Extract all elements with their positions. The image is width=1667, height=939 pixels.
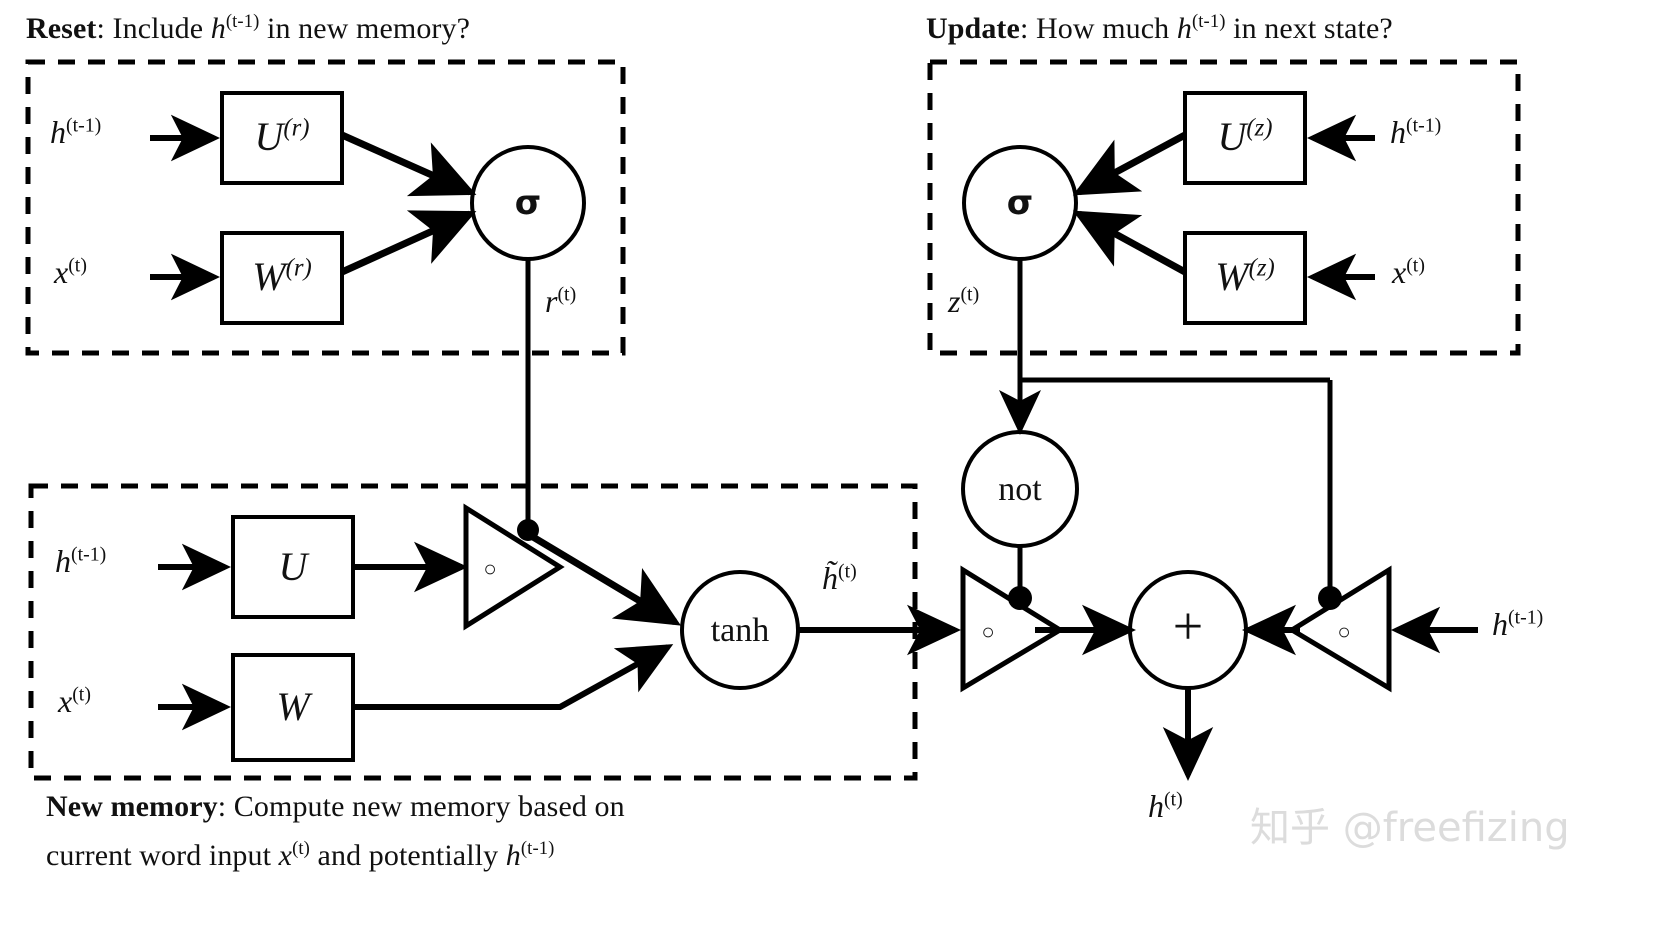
reset-W-to-sigma (340, 210, 477, 276)
newmem-hadamard-symbol: ○ (483, 556, 497, 581)
newmem-x-sup: (t) (72, 683, 91, 706)
reset-caption-var: h (210, 12, 226, 45)
update-z-sup: (t) (960, 283, 980, 306)
tanh-label: tanh (710, 612, 770, 649)
nm2-sup2: (t-1) (520, 838, 555, 859)
reset-U-label: U(r) (222, 113, 342, 160)
update-gate-dashed-box (927, 59, 1521, 356)
reset-U-to-sigma (340, 131, 477, 197)
reset-W-box (220, 231, 344, 325)
watermark: 知乎 @freefizing (1250, 805, 1570, 851)
final-h-sup: (t) (1164, 788, 1183, 811)
not-tap-dot (1008, 586, 1032, 610)
reset-h-input-label: h(t-1) (50, 114, 101, 151)
reset-r-sup: (t) (557, 283, 577, 306)
reset-x-input-label: x(t) (54, 254, 87, 291)
new-memory-caption-bold: New memory (46, 790, 218, 823)
update-x-var: x (1392, 254, 1407, 290)
right-h-var: h (1492, 606, 1508, 642)
update-caption: Update: How much h(t-1) in next state? (926, 11, 1393, 45)
update-h-input-label: h(t-1) (1390, 114, 1441, 151)
newmem-W-label: W (233, 683, 353, 730)
newmem-x-input-label: x(t) (58, 683, 91, 720)
final-h-var: h (1148, 788, 1164, 824)
update-h-var: h (1390, 114, 1406, 150)
reset-caption: Reset: Include h(t-1) in new memory? (26, 11, 471, 45)
newmem-htilde-sup: (t) (838, 560, 857, 583)
update-W-sup: (z) (1248, 254, 1275, 282)
reset-W-sup: (r) (285, 254, 312, 282)
reset-U-sup: (r) (283, 114, 310, 142)
reset-W-label: W(r) (222, 253, 342, 300)
z-tap-dot (1318, 586, 1342, 610)
newmem-output-label: h̃(t) (822, 560, 857, 597)
update-U-sup: (z) (1246, 114, 1273, 142)
reset-U-var: U (254, 114, 284, 159)
reset-W-var: W (252, 254, 286, 299)
reset-caption-rest: : Include (96, 12, 211, 45)
update-W-var: W (1215, 254, 1249, 299)
update-W-box (1183, 231, 1307, 325)
reset-caption-tail: in new memory? (259, 12, 471, 45)
update-sigma-label: σ (1006, 183, 1034, 223)
update-U-to-sigma (1072, 131, 1187, 196)
reset-r-var: r (545, 283, 558, 319)
update-caption-rest: : How much (1019, 12, 1177, 45)
final-output-label: h(t) (1148, 788, 1183, 825)
newmem-W-to-tanh (353, 644, 674, 710)
update-W-label: W(z) (1185, 253, 1305, 300)
update-x-sup: (t) (1406, 254, 1425, 277)
newmem-hadamard-to-tanh (526, 530, 682, 626)
reset-x-sup: (t) (68, 254, 87, 277)
nm2-var1: x (278, 839, 293, 872)
right-output-hadamard-symbol: ○ (1337, 619, 1351, 644)
nm2-var2: h (505, 839, 521, 872)
nm2-sup1: (t) (292, 838, 310, 859)
update-z-var: z (948, 283, 961, 319)
newmem-htilde-var: h̃ (822, 560, 838, 596)
reset-sigma-label: σ (514, 183, 542, 223)
reset-caption-sup: (t-1) (225, 11, 260, 32)
newmem-h-sup: (t-1) (71, 543, 107, 566)
new-memory-caption-rest: : Compute new memory based on (217, 790, 625, 823)
reset-x-var: x (54, 254, 69, 290)
update-caption-tail: in next state? (1225, 12, 1393, 45)
right-h-sup: (t-1) (1508, 606, 1544, 629)
left-output-hadamard-symbol: ○ (981, 619, 995, 644)
update-x-input-label: x(t) (1392, 254, 1425, 291)
update-caption-sup: (t-1) (1191, 11, 1226, 32)
update-h-sup: (t-1) (1406, 114, 1442, 137)
newmem-h-input-label: h(t-1) (55, 543, 106, 580)
newmem-U-label: U (233, 543, 353, 590)
reset-h-sup: (t-1) (66, 114, 102, 137)
right-h-prev-label: h(t-1) (1492, 606, 1543, 643)
adder-label: + (1172, 596, 1204, 656)
update-W-to-sigma (1072, 210, 1187, 276)
update-U-var: U (1217, 114, 1247, 159)
not-gate-label: not (998, 471, 1042, 508)
reset-h-var: h (50, 114, 66, 150)
update-caption-var: h (1176, 12, 1192, 45)
update-output-label: z(t) (948, 283, 979, 320)
reset-output-label: r(t) (545, 283, 576, 320)
nm2-lead: current word input (46, 839, 279, 872)
reset-caption-bold: Reset (26, 12, 97, 45)
newmem-W-var: W (276, 684, 310, 729)
reset-gate-dashed-box (25, 59, 626, 356)
newmem-hadamard-triangle (463, 503, 565, 631)
new-memory-caption-line1: New memory: Compute new memory based on (46, 792, 625, 822)
newmem-U-var: U (278, 544, 308, 589)
update-U-label: U(z) (1185, 113, 1305, 160)
newmem-h-var: h (55, 543, 71, 579)
update-caption-bold: Update (926, 12, 1020, 45)
new-memory-caption-line2: current word input x(t) and potentially … (46, 838, 555, 872)
newmem-x-var: x (58, 683, 73, 719)
nm2-mid: and potentially (309, 839, 506, 872)
